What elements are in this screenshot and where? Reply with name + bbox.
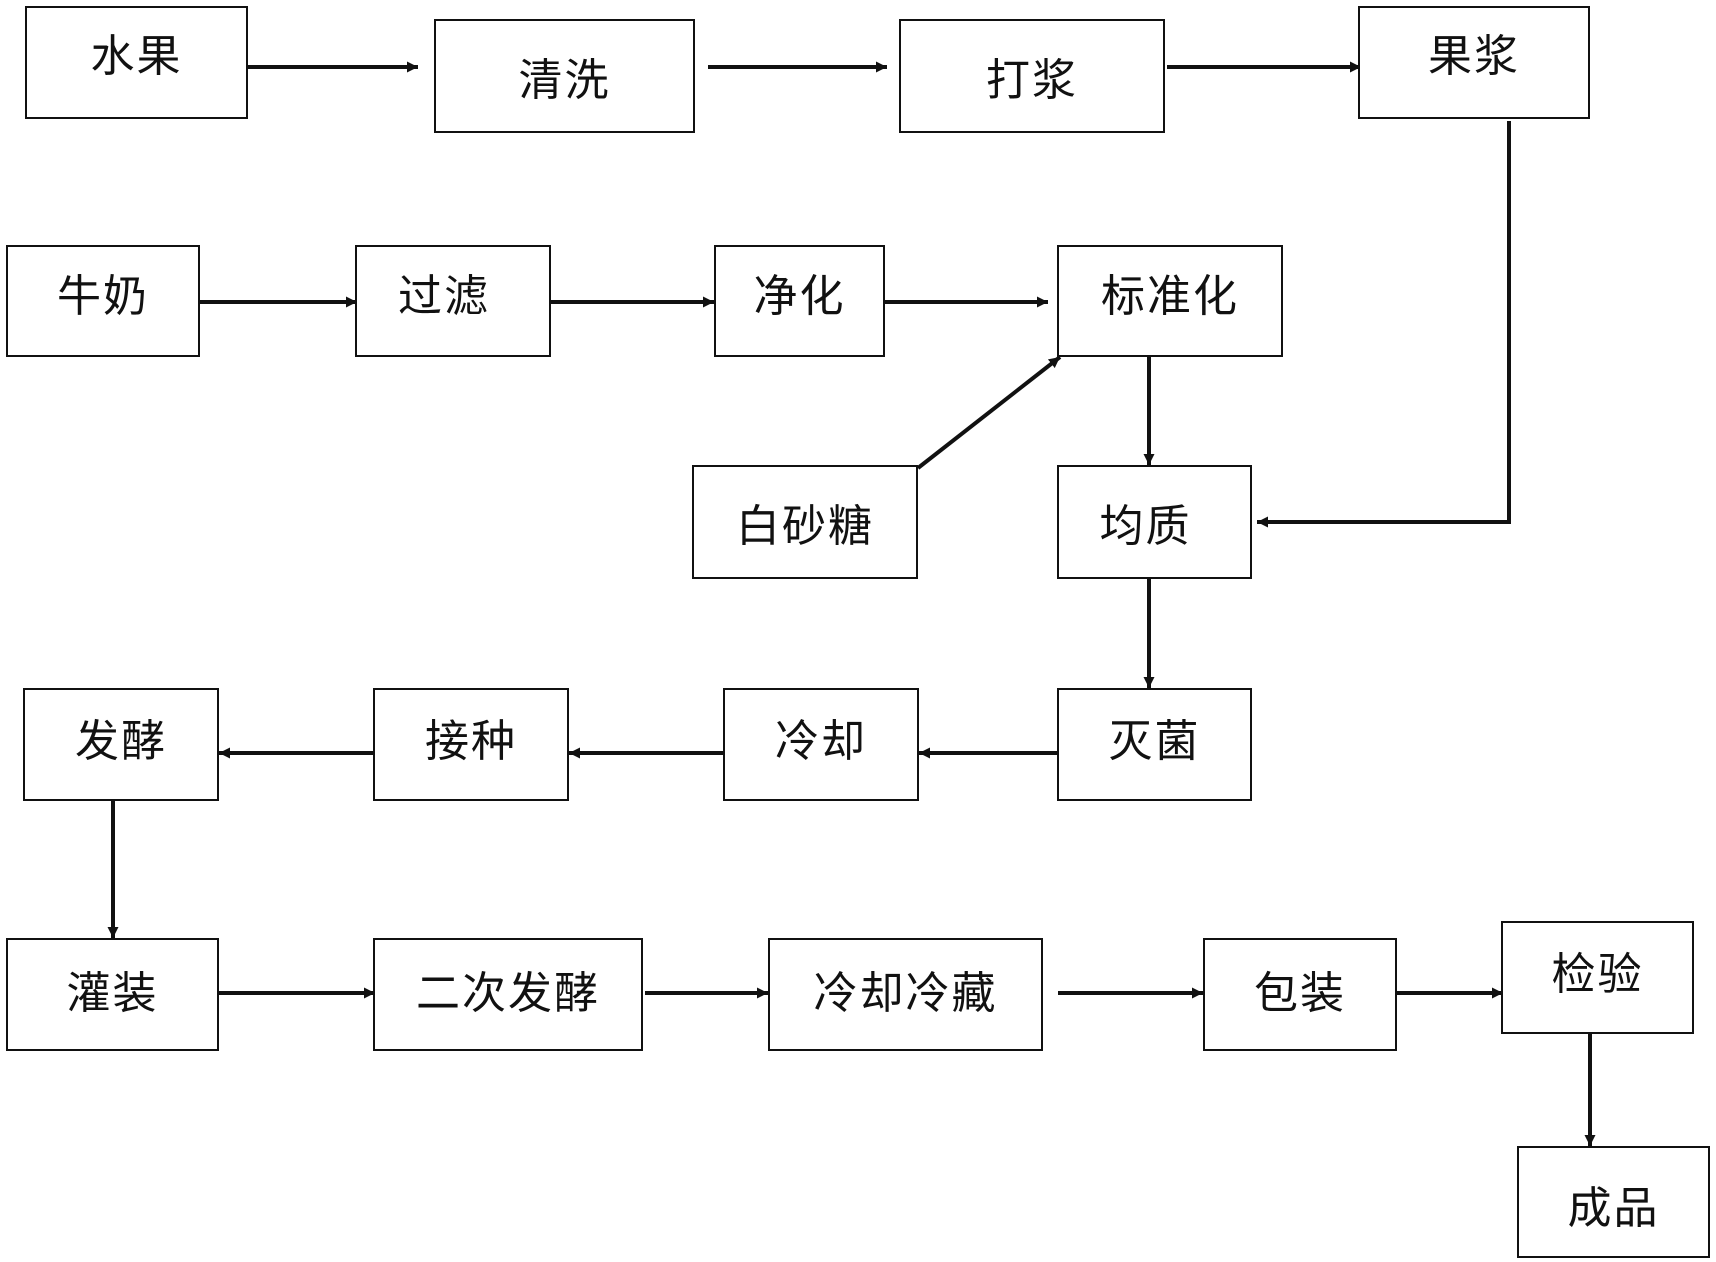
- node-filter: 过滤: [355, 245, 551, 357]
- arrow-sugar-to-standardize: [916, 355, 1062, 470]
- node-fruit: 水果: [25, 6, 248, 119]
- node-standardize: 标准化: [1057, 245, 1283, 357]
- node-cool-refrigerate: 冷却冷藏: [768, 938, 1043, 1051]
- node-fill-label: 灌装: [66, 967, 159, 1019]
- node-inoculate-label: 接种: [425, 715, 517, 767]
- node-purify-label: 净化: [753, 271, 846, 322]
- node-filter-label: 过滤: [398, 271, 490, 322]
- node-ferment-label: 发酵: [75, 715, 167, 767]
- node-fruit-pulp: 果浆: [1358, 6, 1590, 119]
- node-inspect-label: 检验: [1551, 948, 1644, 1000]
- node-second-ferment-label: 二次发酵: [416, 967, 600, 1019]
- node-pulp: 打浆: [899, 19, 1165, 133]
- node-product: 成品: [1517, 1146, 1710, 1258]
- arrow-fruit-pulp-to-homogenize: [1257, 121, 1511, 528]
- node-package-label: 包装: [1254, 967, 1346, 1019]
- node-cool-refrigerate-label: 冷却冷藏: [813, 967, 998, 1019]
- node-wash: 清洗: [434, 19, 695, 133]
- node-cool-label: 冷却: [775, 715, 867, 767]
- node-sterilize: 灭菌: [1057, 688, 1252, 801]
- node-fruit-label: 水果: [90, 30, 183, 82]
- node-second-ferment: 二次发酵: [373, 938, 643, 1051]
- node-homogenize-label: 均质: [1099, 501, 1192, 552]
- node-inspect: 检验: [1501, 921, 1694, 1034]
- node-milk-label: 牛奶: [57, 271, 149, 322]
- node-inoculate: 接种: [373, 688, 569, 801]
- node-sugar: 白砂糖: [692, 465, 918, 579]
- node-ferment: 发酵: [23, 688, 219, 801]
- node-wash-label: 清洗: [518, 55, 611, 106]
- node-standardize-label: 标准化: [1101, 271, 1239, 322]
- node-fill: 灌装: [6, 938, 219, 1051]
- node-fruit-pulp-label: 果浆: [1428, 30, 1520, 82]
- node-sugar-label: 白砂糖: [736, 501, 874, 552]
- node-homogenize: 均质: [1057, 465, 1252, 579]
- node-package: 包装: [1203, 938, 1397, 1051]
- node-milk: 牛奶: [6, 245, 200, 357]
- node-product-label: 成品: [1567, 1183, 1660, 1234]
- node-purify: 净化: [714, 245, 885, 357]
- node-sterilize-label: 灭菌: [1108, 715, 1201, 767]
- node-cool: 冷却: [723, 688, 919, 801]
- node-pulp-label: 打浆: [986, 55, 1078, 106]
